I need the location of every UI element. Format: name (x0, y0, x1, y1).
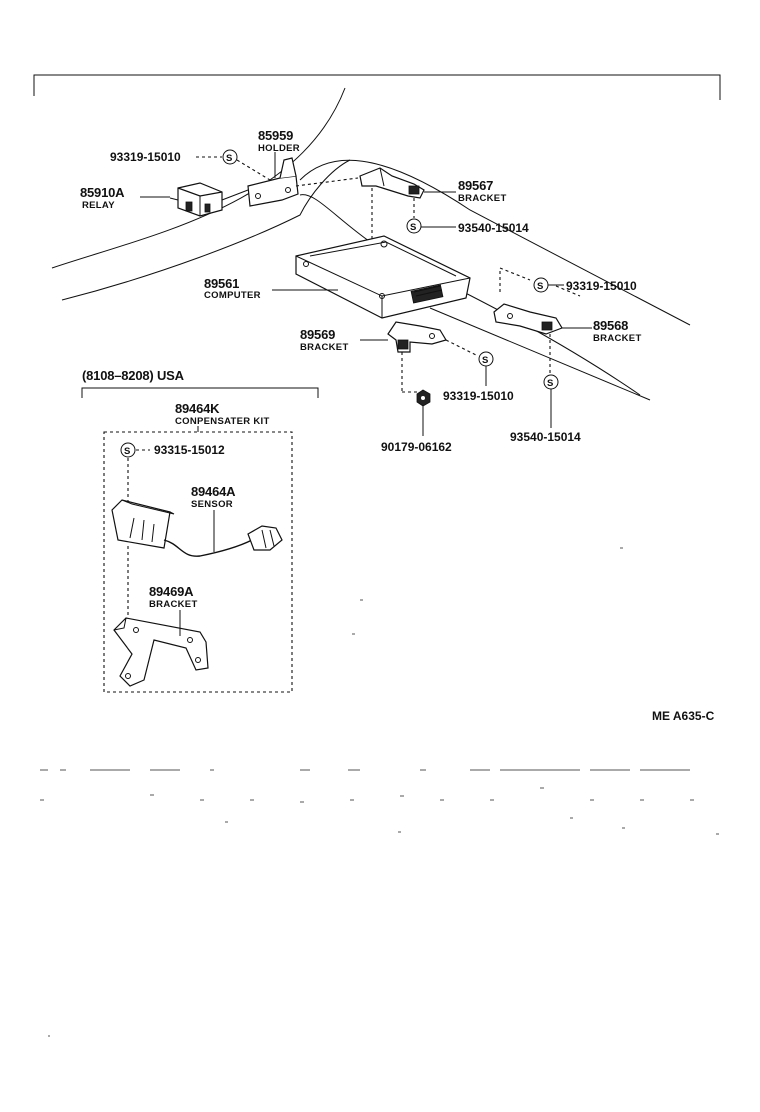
computer-part-name: COMPUTER (204, 290, 261, 301)
bracket-right-part-number: 89568 (593, 318, 628, 333)
screw-kit-number: 93315-15012 (154, 443, 225, 457)
relay-to-holder-line (221, 189, 249, 201)
screw-right-upper-number: 93319-15010 (566, 279, 637, 293)
svg-text:S: S (547, 378, 554, 389)
computer-part-number: 89561 (204, 276, 239, 291)
kit-bracket-part-name: BRACKET (149, 599, 198, 610)
screw-symbol: S (406, 218, 422, 234)
bracket-mid-screw-path (445, 339, 479, 357)
svg-text:S: S (124, 446, 131, 457)
top-frame (33, 74, 721, 100)
relay-part-number: 85910A (80, 185, 125, 200)
scan-noise (40, 547, 719, 1037)
kit-bracket-part (113, 617, 209, 687)
kit-outline (103, 431, 293, 693)
bracket-mid-part-name: BRACKET (300, 342, 349, 353)
bracket-right-part-name: BRACKET (593, 333, 642, 344)
sensor-part-name: SENSOR (191, 499, 233, 510)
kit-group-bracket (81, 387, 319, 398)
svg-text:S: S (226, 153, 233, 164)
screw-symbol: S (120, 442, 136, 458)
svg-text:S: S (482, 355, 489, 366)
screw-right-lower-number: 93540-15014 (510, 430, 581, 444)
screw-symbol: S (222, 149, 238, 165)
svg-text:S: S (410, 222, 417, 233)
sensor-part-number: 89464A (191, 484, 236, 499)
screw-symbol: S (533, 277, 549, 293)
bracket-top-to-holder (295, 177, 359, 187)
holder-part-number: 85959 (258, 128, 293, 143)
holder-part (247, 157, 299, 207)
bracket-top-part-number: 89567 (458, 178, 493, 193)
svg-text:S: S (537, 281, 544, 292)
kit-part-name: CONPENSATER KIT (175, 416, 270, 427)
bracket-top-part-name: BRACKET (458, 193, 507, 204)
kit-part-number: 89464K (175, 401, 220, 416)
bracket-mid-part-number: 89569 (300, 327, 335, 342)
bracket-top-part (359, 167, 425, 199)
screw-holder-path (236, 159, 271, 181)
figure-reference: ME A635-C (652, 709, 715, 723)
kit-bracket-part-number: 89469A (149, 584, 194, 599)
screw-symbol: S (478, 351, 494, 367)
nut-number: 90179-06162 (381, 440, 452, 454)
screw-bracket-top-number: 93540-15014 (458, 221, 529, 235)
relay-part (169, 182, 223, 217)
computer-part (295, 235, 471, 319)
nut-part (416, 389, 431, 407)
relay-part-name: RELAY (82, 200, 115, 211)
bracket-mid-part (387, 321, 447, 353)
screw-symbol: S (543, 374, 559, 390)
holder-part-name: HOLDER (258, 143, 300, 154)
bracket-right-part (493, 303, 563, 335)
sensor-part (111, 499, 283, 557)
screw-mid-number: 93319-15010 (443, 389, 514, 403)
screw-holder-number: 93319-15010 (110, 150, 181, 164)
kit-group-heading: (8108–8208) USA (82, 368, 185, 383)
bracket-right-group-outline (499, 267, 581, 297)
